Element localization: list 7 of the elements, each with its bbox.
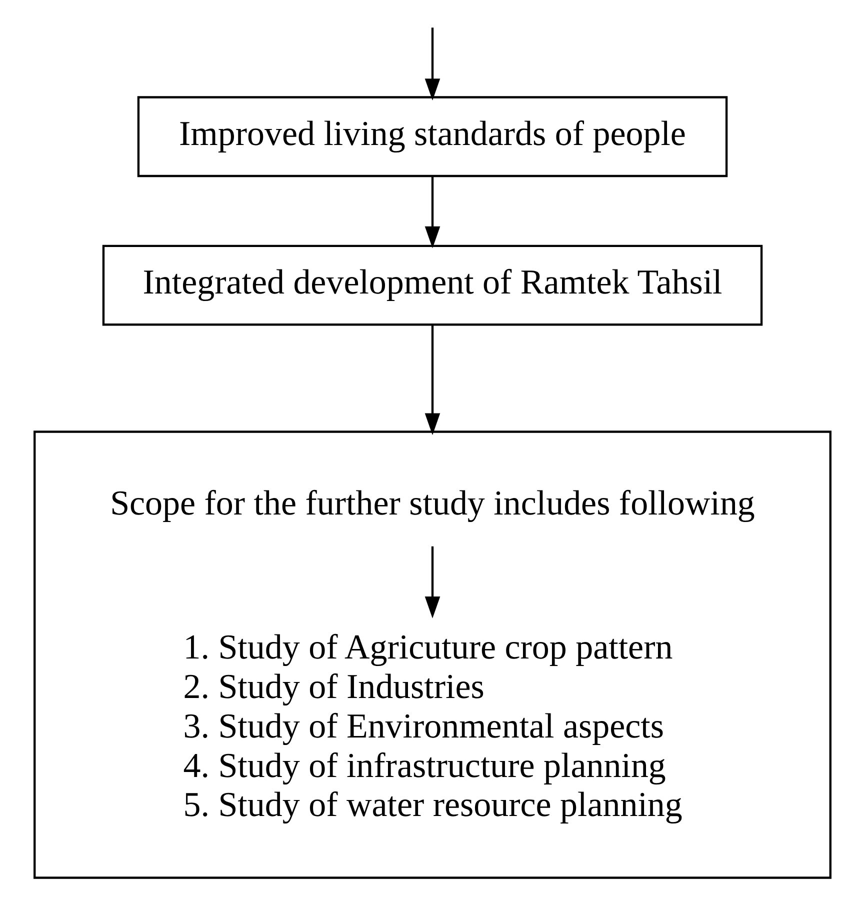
arrow xyxy=(424,546,440,618)
node-box: Improved living standards of people xyxy=(137,96,728,178)
arrow xyxy=(424,176,440,248)
node-text: 1. Study of Agricuture crop pattern 2. Study of Industries 3. Study of Environmental aspects 4. Study of infrastructure planning 5. Study of water resource planning xyxy=(183,628,682,824)
arrow xyxy=(424,28,440,100)
arrow xyxy=(424,325,440,436)
node-box: Integrated development of Ramtek Tahsil xyxy=(102,244,763,326)
